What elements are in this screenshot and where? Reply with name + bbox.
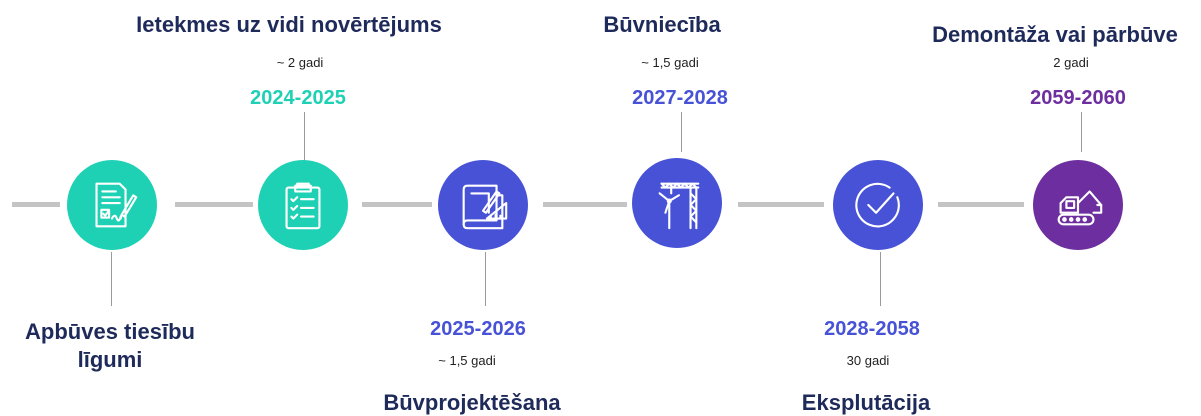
stage-6-duration: 2 gadi [1053, 55, 1089, 70]
stage-2-years: 2024-2025 [250, 87, 346, 109]
stage-1-connector [111, 252, 112, 306]
stage-5-title: Eksplutācija [801, 390, 931, 415]
timeline-line [362, 202, 432, 207]
stage-5-duration: 30 gadi [846, 353, 890, 368]
stage-6-title: Demontāža vai pārbūve [932, 22, 1178, 47]
stage-6-circle [1033, 160, 1123, 250]
excavator-icon [1057, 190, 1103, 226]
blueprint-design-icon [462, 184, 508, 230]
stage-1-title: Apbūves tiesību līgumi [25, 319, 195, 372]
timeline-line [12, 202, 60, 207]
stage-3-duration: ~ 1,5 gadi [438, 353, 496, 368]
stage-5-years: 2028-2058 [824, 318, 920, 340]
stage-4-title: Būvniecība [603, 12, 721, 37]
stage-3-circle [438, 160, 528, 250]
crane-wind-turbine-icon [658, 182, 700, 230]
timeline-line [543, 202, 627, 207]
timeline-line [175, 202, 253, 207]
checkmark-circle-icon [855, 182, 900, 228]
stage-1-circle [67, 160, 157, 250]
stage-4-circle [632, 158, 722, 248]
stage-2-duration: ~ 2 gadi [276, 55, 324, 70]
stage-2-title: Ietekmes uz vidi novērtējums [136, 12, 442, 37]
stage-3-title: Būvprojektēšana [383, 390, 561, 415]
stage-5-circle [833, 160, 923, 250]
stage-2-connector [304, 112, 305, 162]
stage-3-connector [485, 252, 486, 306]
contract-signing-icon [95, 182, 138, 228]
stage-5-connector [880, 252, 881, 306]
stage-6-connector [1081, 112, 1082, 152]
stage-4-years: 2027-2028 [632, 87, 728, 109]
stage-4-duration: ~ 1,5 gadi [641, 55, 699, 70]
stage-3-years: 2025-2026 [430, 318, 526, 340]
timeline-line [738, 202, 824, 207]
stage-4-connector [681, 112, 682, 152]
stage-6-years: 2059-2060 [1030, 87, 1126, 109]
checklist-clipboard-icon [285, 182, 321, 230]
timeline-line [938, 202, 1024, 207]
stage-2-circle [258, 160, 348, 250]
